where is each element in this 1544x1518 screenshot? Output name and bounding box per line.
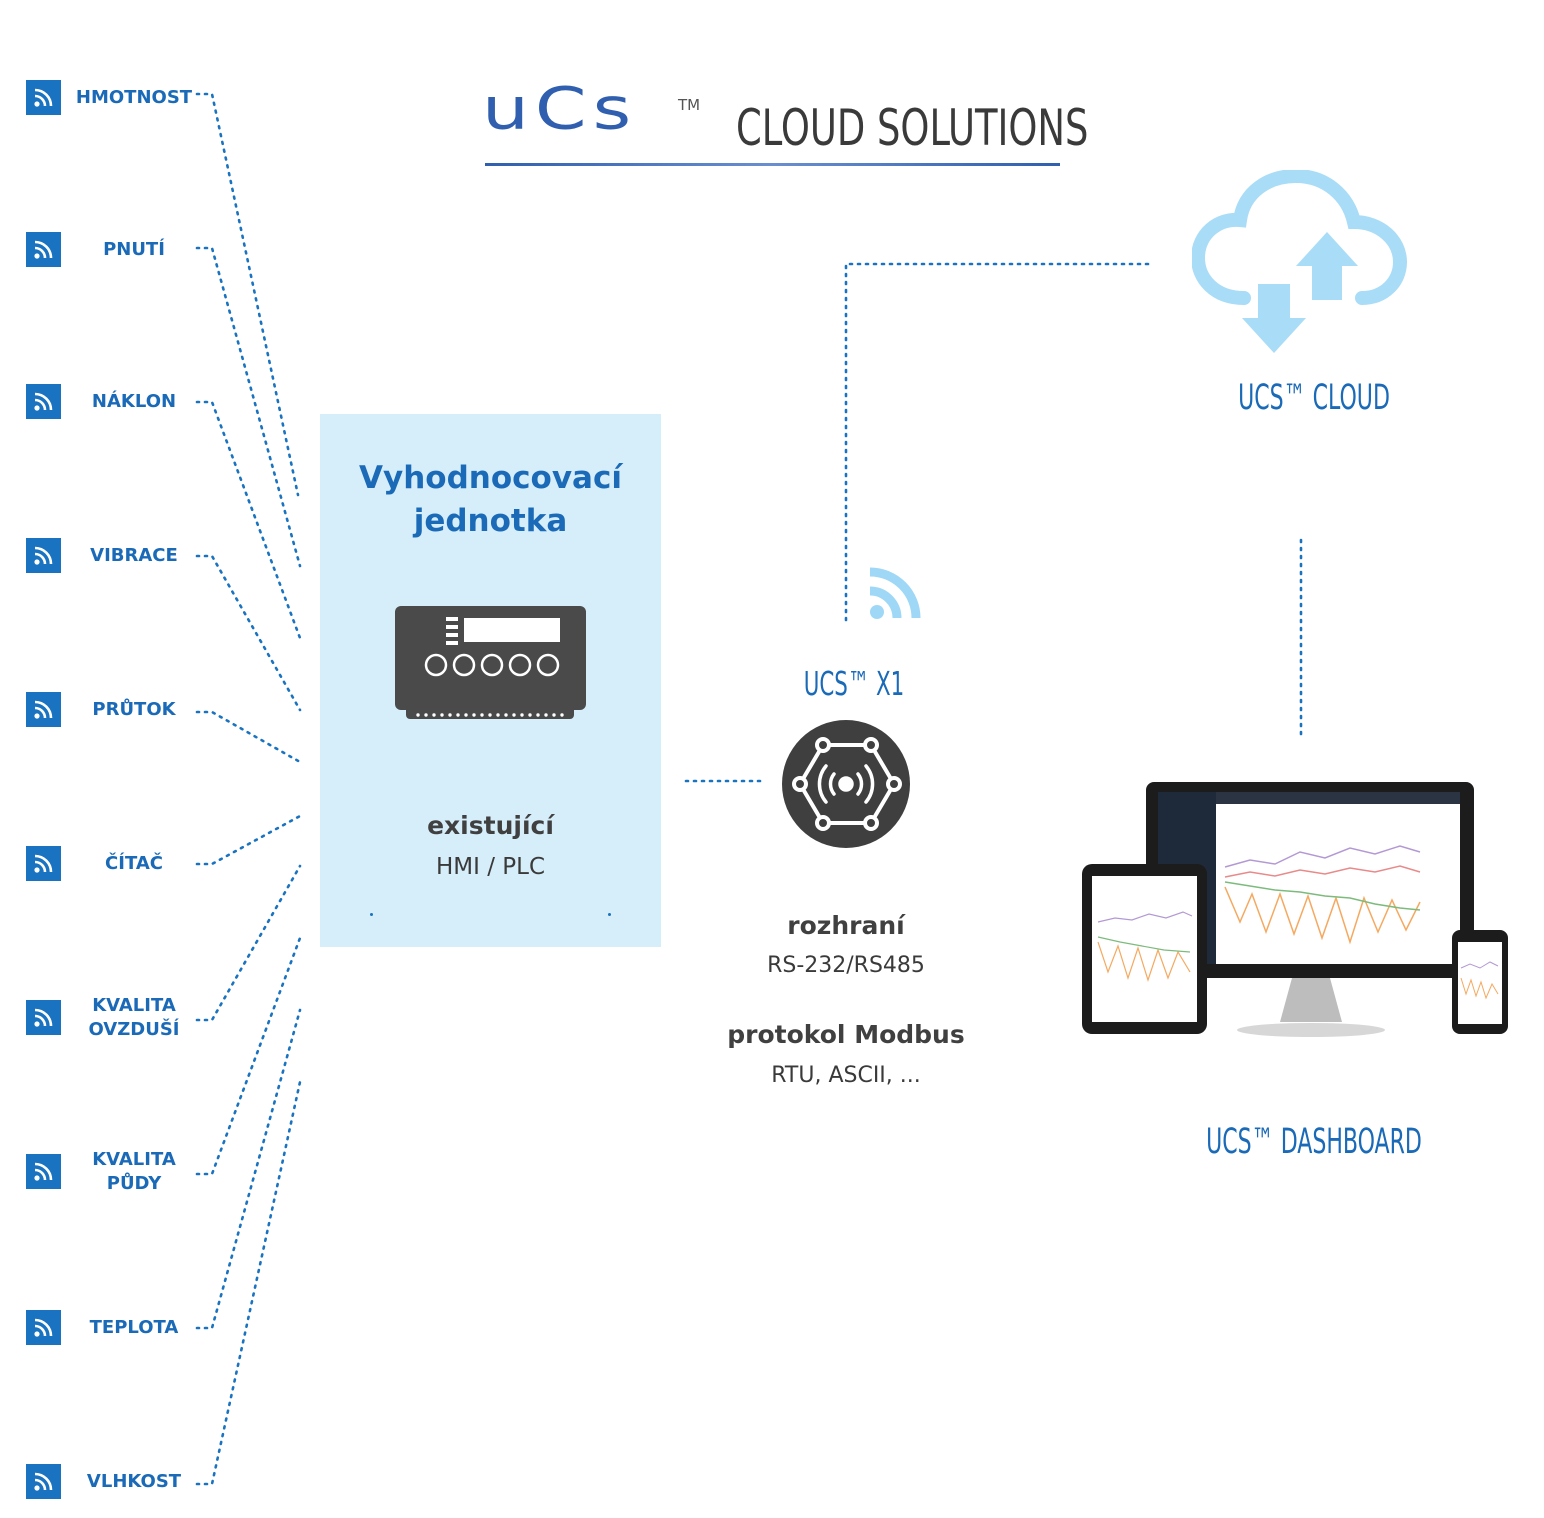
cloud-title: UCS™ CLOUD [1238,378,1390,418]
cloud-sync-icon [1190,168,1408,355]
connector-x1-cloud [844,262,1154,622]
connector-kvalita-ovzdusi [195,864,302,1022]
sensor-item: KVALITA PŮDY [26,1149,206,1194]
sensor-item: HMOTNOST [26,78,206,118]
rss-icon [26,80,61,115]
x1-protocol-bold: protokol Modbus [727,1020,965,1049]
sensor-label: ČÍTAČ [105,853,163,874]
sensor-label-line2: OVZDUŠÍ [88,1019,180,1040]
sensor-label: VLHKOST [86,1471,182,1492]
brand-logo: uCs TM CLOUD SOLUTIONS [480,78,1088,172]
wifi-icon [866,566,926,626]
unit-title-line2: jednotka [413,503,568,539]
unit-title-line1: Vyhodnocovací [359,460,622,496]
connector-hmotnost [195,92,300,497]
rss-icon [26,232,61,267]
rss-icon [26,1000,61,1035]
sensor-item: VLHKOST [26,1462,206,1502]
rss-icon [26,384,61,419]
sensor-item: TEPLOTA [26,1308,206,1348]
connector-teplota [195,1008,302,1330]
controller-icon [394,605,587,721]
connector-vibrace [195,554,302,712]
rss-icon [26,1310,61,1345]
rss-icon [26,846,61,881]
sensor-item: PNUTÍ [26,230,206,270]
logo-text: uCs [482,75,638,143]
logo-underline [485,163,1060,166]
sensor-label: KVALITA [92,995,176,1016]
connector-prutok [195,710,302,764]
sensor-label: PNUTÍ [103,239,165,260]
rss-icon [26,1464,61,1499]
rss-icon [26,1154,61,1189]
devices-icon [1080,782,1510,1044]
sensor-item: NÁKLON [26,382,206,422]
x1-interface-bold: rozhraní [787,911,905,940]
panel-dot-right [608,913,611,916]
rss-icon [26,692,61,727]
sensor-label: HMOTNOST [75,87,193,108]
panel-dot-left [370,913,373,916]
connector-kvalita-pudy [195,936,302,1176]
sensor-label: KVALITA [92,1149,176,1170]
connector-vlhkost [195,1080,302,1486]
logo-tm: TM [678,96,701,114]
sensor-label-line2: PŮDY [106,1173,162,1194]
sensor-item: ČÍTAČ [26,844,206,884]
sensor-item: KVALITA OVZDUŠÍ [26,995,206,1040]
unit-caption: HMI / PLC [435,854,546,880]
sensor-label: TEPLOTA [89,1317,179,1338]
connector-citac [195,814,302,866]
logo-tagline: CLOUD SOLUTIONS [736,99,1089,157]
sensor-label: NÁKLON [91,391,177,412]
dashboard-title: UCS™ DASHBOARD [1206,1122,1422,1162]
unit-caption-bold: existující [427,811,554,840]
sensor-label: PRŮTOK [92,699,176,720]
rss-icon [26,538,61,573]
sensor-item: PRŮTOK [26,690,206,730]
sensor-label: VIBRACE [90,545,178,566]
x1-interface: RS-232/RS485 [767,953,925,978]
x1-protocol: RTU, ASCII, ... [771,1063,921,1088]
network-hub-icon [781,719,911,849]
x1-title: UCS™ X1 [803,664,905,703]
connector-naklon [195,400,302,640]
sensor-item: VIBRACE [26,536,206,576]
connector-pnuti [195,246,302,568]
